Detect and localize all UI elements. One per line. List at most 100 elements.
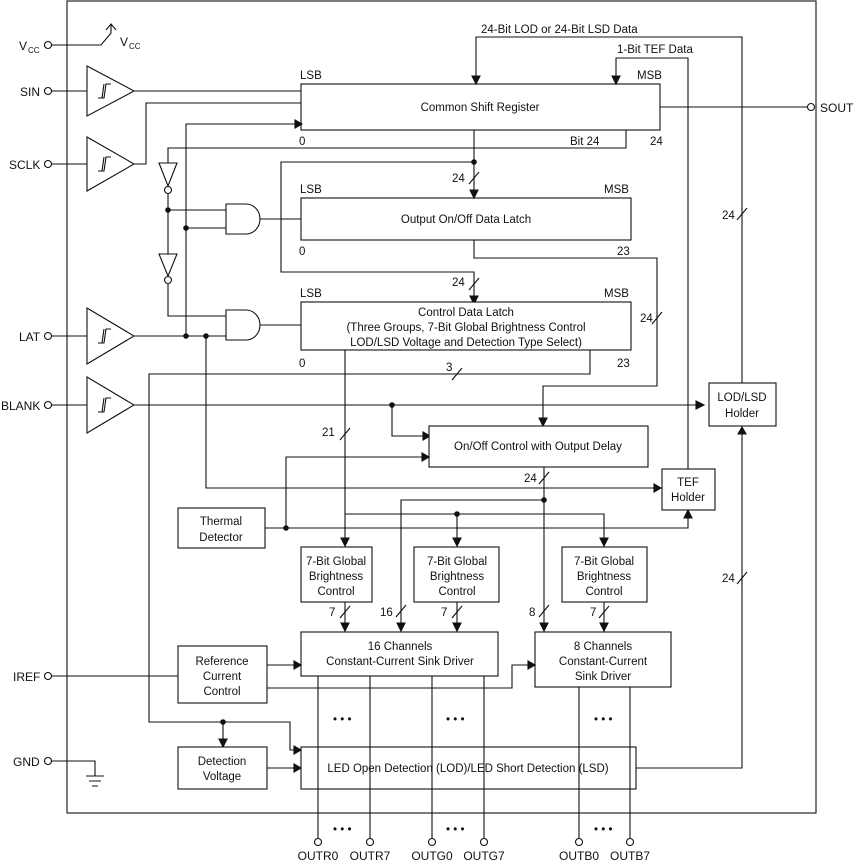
svg-text:Control Data Latch: Control Data Latch xyxy=(418,307,514,319)
output-onoff-data-latch: Output On/Off Data Latch LSB MSB 0 23 xyxy=(299,184,632,258)
svg-text:21: 21 xyxy=(322,427,335,439)
lat-buffer xyxy=(86,307,136,365)
output-pins: OUTR0 OUTR7 OUTG0 OUTG7 OUTB0 OUTB7 xyxy=(298,837,650,863)
common-shift-register: Common Shift Register LSB MSB 0 Bit 24 2… xyxy=(299,70,663,148)
pin-sclk: SCLK xyxy=(9,102,301,192)
pin-outr0: OUTR0 xyxy=(298,849,339,863)
svg-text:BLANK: BLANK xyxy=(1,399,40,413)
svg-text:Constant-Current: Constant-Current xyxy=(559,656,648,668)
pin-iref: IREF xyxy=(13,670,178,684)
svg-text:24: 24 xyxy=(722,210,735,222)
svg-text:8: 8 xyxy=(529,607,535,619)
svg-text:7-Bit Global: 7-Bit Global xyxy=(427,556,487,568)
svg-text:SCLK: SCLK xyxy=(9,158,40,172)
pin-gnd: GND xyxy=(13,755,104,787)
svg-text:Voltage: Voltage xyxy=(203,771,241,783)
and-gate-onoff xyxy=(168,203,301,235)
svg-text:0: 0 xyxy=(299,136,305,148)
pin-sin: SIN xyxy=(20,65,301,117)
gbc-red: 7-Bit Global Brightness Control xyxy=(300,546,373,603)
driver-16ch: 16 Channels Constant-Current Sink Driver xyxy=(300,631,499,677)
detection-voltage: Detection Voltage xyxy=(177,746,268,790)
svg-text:24: 24 xyxy=(650,136,663,148)
svg-text:Control: Control xyxy=(585,586,622,598)
svg-text:24: 24 xyxy=(524,473,537,485)
svg-text:7-Bit Global: 7-Bit Global xyxy=(574,556,634,568)
svg-text:Holder: Holder xyxy=(725,408,759,420)
output-lines xyxy=(317,676,631,838)
svg-text:7: 7 xyxy=(329,607,335,619)
svg-text:MSB: MSB xyxy=(604,288,629,300)
svg-text:Brightness: Brightness xyxy=(430,571,485,583)
svg-text:MSB: MSB xyxy=(604,184,629,196)
svg-text:Brightness: Brightness xyxy=(577,571,632,583)
svg-text:CC: CC xyxy=(129,42,141,51)
svg-text:Brightness: Brightness xyxy=(309,571,364,583)
tef-data-label: 1-Bit TEF Data xyxy=(617,44,693,56)
pin-outb7: OUTB7 xyxy=(610,849,650,863)
svg-text:0: 0 xyxy=(299,246,305,258)
svg-text:LAT: LAT xyxy=(19,330,41,344)
svg-text:CC: CC xyxy=(28,46,40,55)
clock-inverters xyxy=(158,162,226,317)
sin-buffer xyxy=(86,65,136,117)
svg-text:• • •: • • • xyxy=(594,824,612,836)
pin-outr7: OUTR7 xyxy=(350,849,391,863)
pin-blank: BLANK xyxy=(1,376,706,441)
svg-text:Current: Current xyxy=(203,671,242,683)
svg-text:24: 24 xyxy=(722,573,735,585)
lod-lsd-holder: LOD/LSD Holder xyxy=(708,382,777,427)
svg-text:V: V xyxy=(120,35,128,49)
svg-text:LSB: LSB xyxy=(300,288,322,300)
pin-outg0: OUTG0 xyxy=(411,849,453,863)
reference-current-control: Reference Current Control xyxy=(177,645,268,704)
pin-outg7: OUTG7 xyxy=(463,849,505,863)
svg-text:16 Channels: 16 Channels xyxy=(368,641,433,653)
svg-text:IREF: IREF xyxy=(13,670,40,684)
svg-text:Control: Control xyxy=(438,586,475,598)
svg-text:Common Shift Register: Common Shift Register xyxy=(421,102,540,114)
svg-text:LOD/LSD: LOD/LSD xyxy=(717,392,766,404)
and-gate-control xyxy=(203,309,663,493)
pin-outb0: OUTB0 xyxy=(559,849,599,863)
ellipsis-r: • • • xyxy=(333,714,351,726)
svg-text:LSB: LSB xyxy=(300,184,322,196)
svg-text:TEF: TEF xyxy=(677,477,699,489)
lod-lsd-data-label: 24-Bit LOD or 24-Bit LSD Data xyxy=(481,24,638,36)
svg-text:24: 24 xyxy=(640,313,653,325)
svg-text:LED Open Detection (LOD)/LED S: LED Open Detection (LOD)/LED Short Detec… xyxy=(327,763,608,775)
driver-8ch: 8 Channels Constant-Current Sink Driver xyxy=(534,631,672,688)
svg-text:MSB: MSB xyxy=(637,70,662,82)
svg-text:24: 24 xyxy=(452,277,465,289)
blank-buffer xyxy=(86,376,136,434)
svg-text:LOD/LSD Voltage and Detection: LOD/LSD Voltage and Detection Type Selec… xyxy=(350,337,582,349)
pin-vcc: V CC V CC xyxy=(19,23,141,55)
svg-text:Thermal: Thermal xyxy=(200,516,242,528)
thermal-detector: Thermal Detector xyxy=(177,507,266,549)
svg-text:Control: Control xyxy=(203,686,240,698)
svg-text:SOUT: SOUT xyxy=(820,101,854,115)
svg-text:(Three Groups, 7-Bit Global Br: (Three Groups, 7-Bit Global Brightness C… xyxy=(346,322,585,334)
onoff-control: On/Off Control with Output Delay xyxy=(428,425,649,468)
svg-text:Control: Control xyxy=(317,586,354,598)
svg-text:24: 24 xyxy=(452,173,465,185)
svg-text:Constant-Current Sink Driver: Constant-Current Sink Driver xyxy=(326,656,474,668)
svg-text:Sink Driver: Sink Driver xyxy=(575,671,631,683)
tef-holder: TEF Holder xyxy=(661,468,716,511)
svg-text:7: 7 xyxy=(590,607,596,619)
svg-text:Holder: Holder xyxy=(671,492,705,504)
svg-text:On/Off Control with Output Del: On/Off Control with Output Delay xyxy=(454,441,622,453)
svg-text:• • •: • • • xyxy=(446,824,464,836)
ellipsis-g: • • • xyxy=(446,714,464,726)
svg-text:Detector: Detector xyxy=(199,532,243,544)
svg-text:Detection: Detection xyxy=(198,756,247,768)
pin-lat: LAT xyxy=(19,307,226,365)
chip-outline xyxy=(66,0,817,814)
svg-text:GND: GND xyxy=(13,755,40,769)
svg-text:Reference: Reference xyxy=(195,656,248,668)
svg-text:7-Bit Global: 7-Bit Global xyxy=(306,556,366,568)
svg-text:• • •: • • • xyxy=(333,824,351,836)
gbc-green: 7-Bit Global Brightness Control xyxy=(413,546,500,603)
pin-sout: SOUT xyxy=(660,101,854,115)
gbc-blue: 7-Bit Global Brightness Control xyxy=(561,546,648,603)
